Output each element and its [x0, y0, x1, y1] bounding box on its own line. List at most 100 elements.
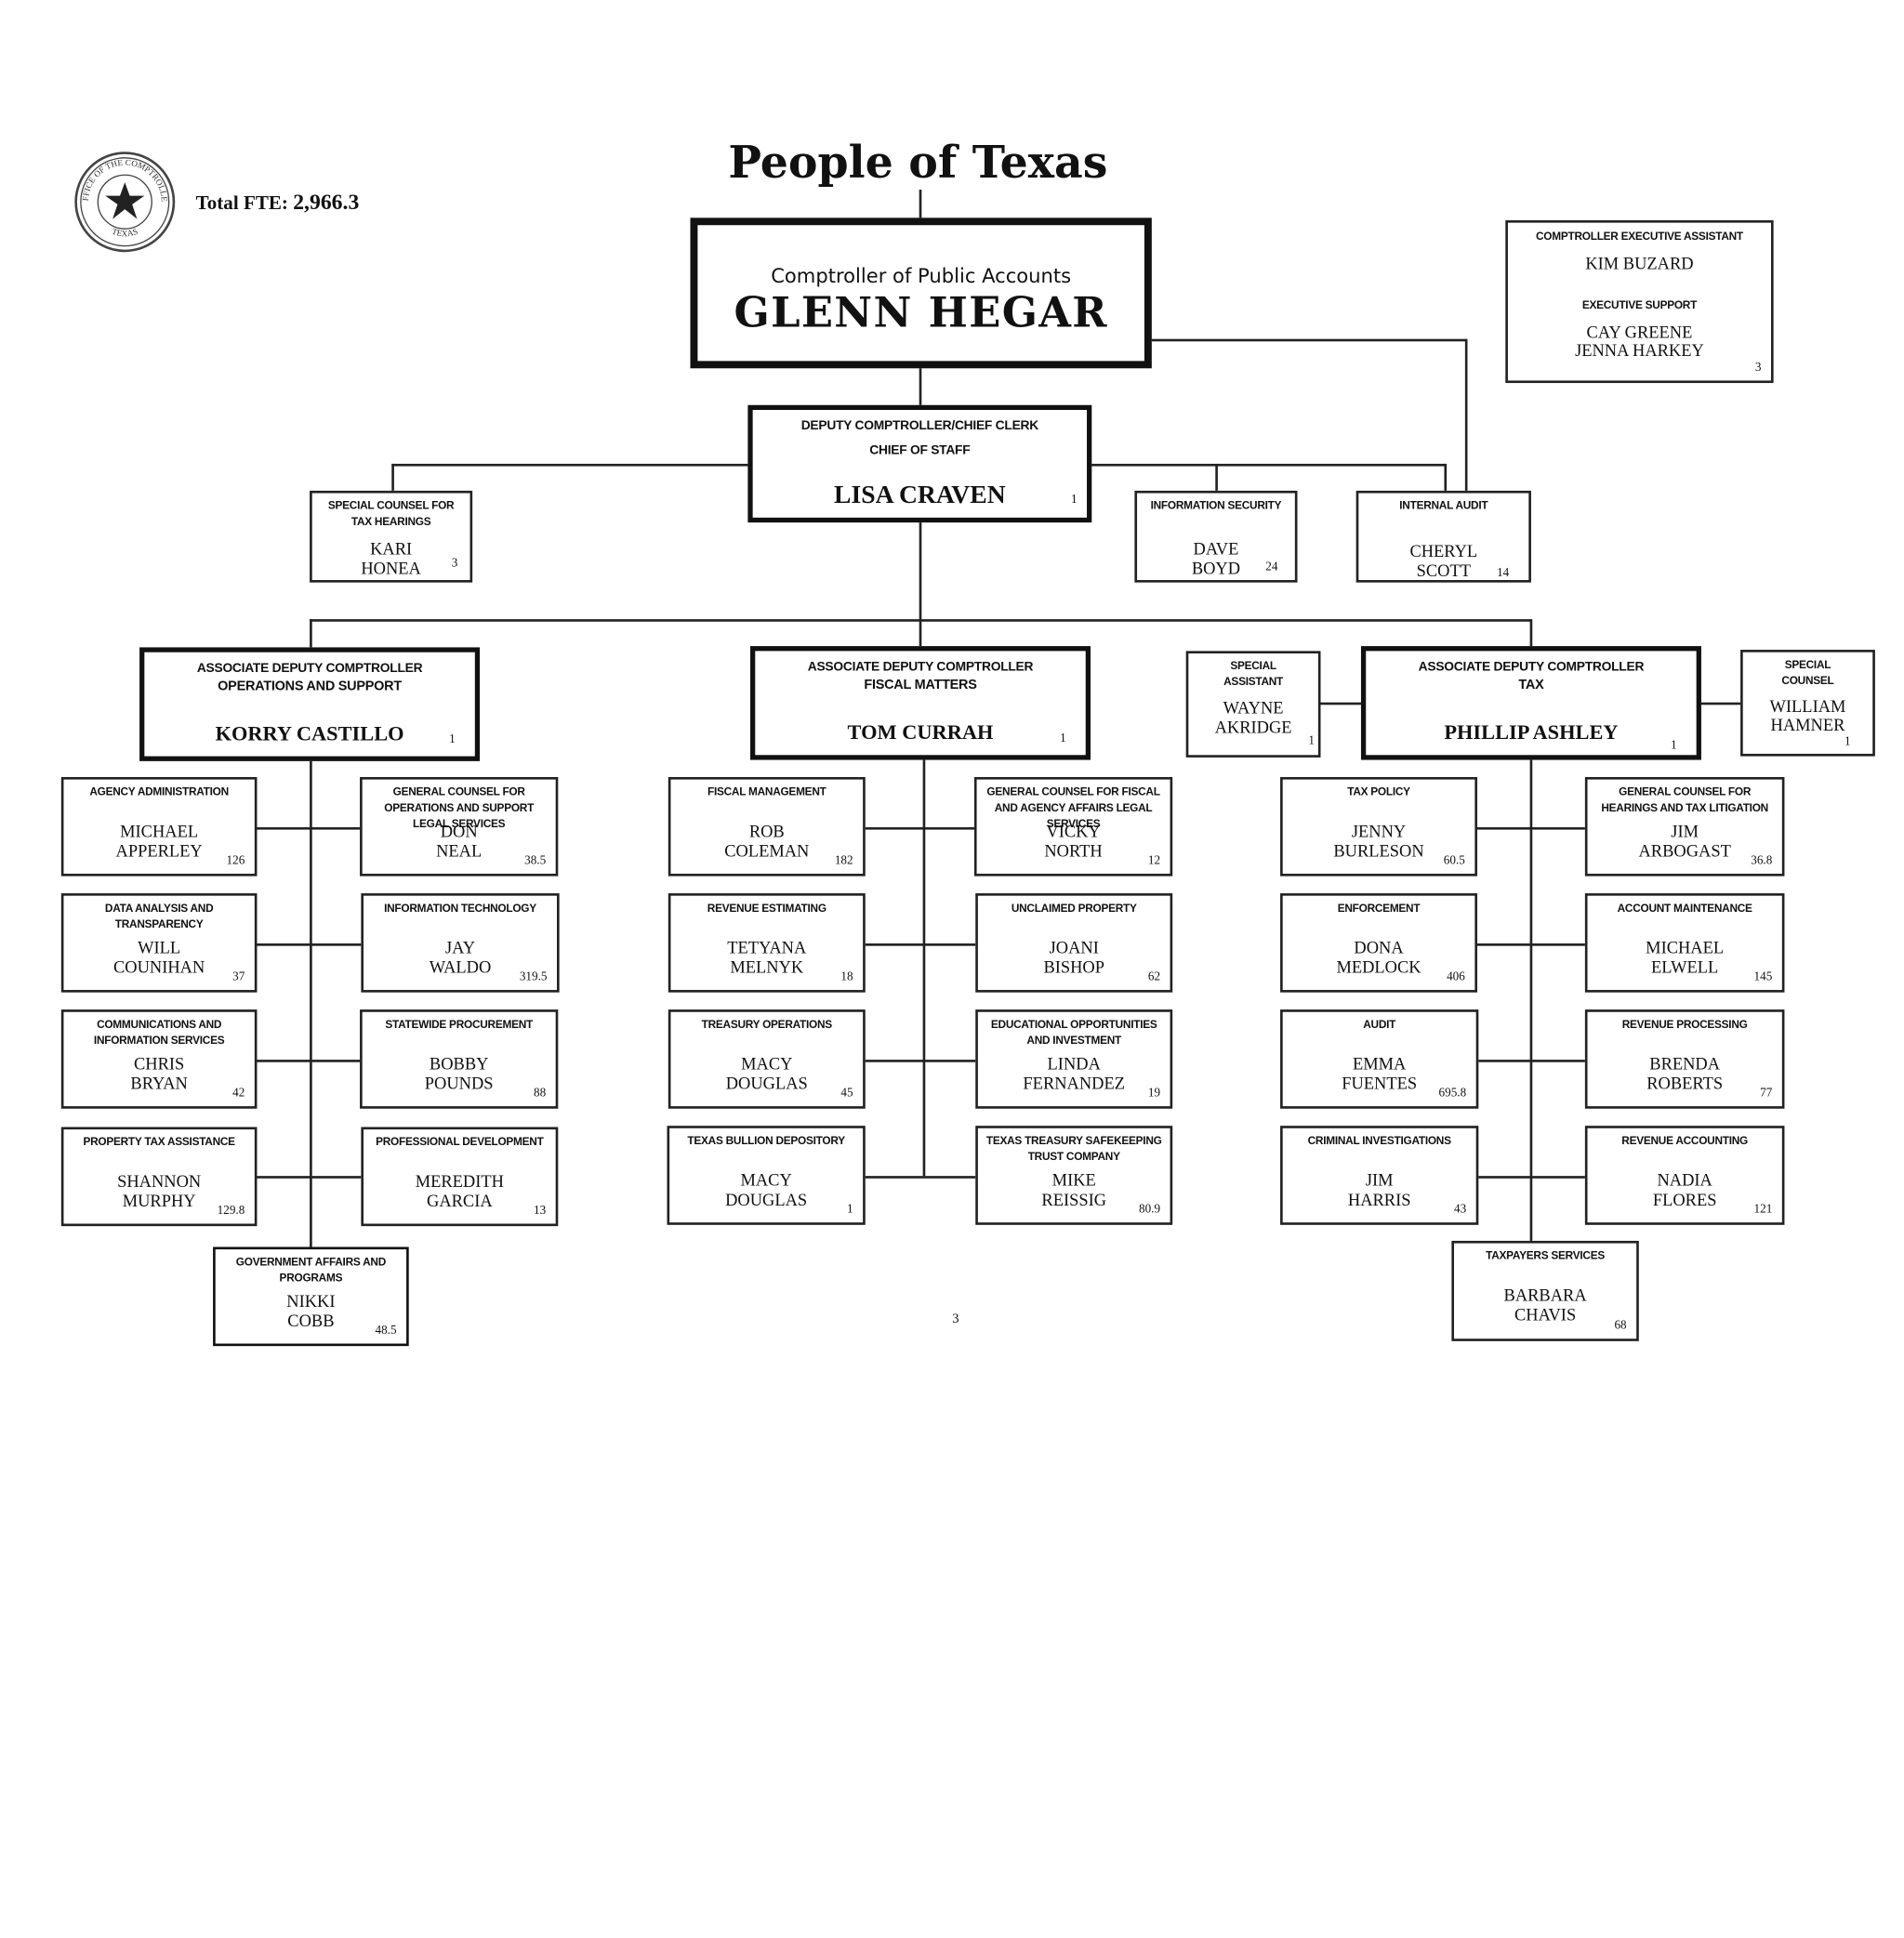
person-first-name: VICKY	[1046, 824, 1101, 842]
unit-title: GENERAL COUNSEL FOR OPERATIONS AND SUPPO…	[384, 785, 535, 830]
person-first-name: LINDA	[1047, 1056, 1101, 1074]
fte-count: 1	[449, 732, 456, 747]
fte-count: 45	[840, 1087, 853, 1101]
connector	[863, 1176, 976, 1179]
exec-support-name2: JENNA HARKEY	[1575, 342, 1704, 362]
person-first-name: MEREDITH	[415, 1173, 504, 1193]
connector	[922, 759, 925, 1177]
connector	[1529, 759, 1532, 1243]
connector	[310, 619, 312, 648]
unit-title: REVENUE ESTIMATING	[707, 902, 826, 915]
fte-count: 60.5	[1443, 853, 1465, 868]
unit-title: TREASURY OPERATIONS	[701, 1018, 833, 1031]
associate-title: ASSOCIATE DEPUTY COMPTROLLER	[807, 659, 1034, 675]
seal-bottom-text: TEXAS	[111, 227, 139, 239]
deputy-title2: CHIEF OF STAFF	[869, 442, 971, 458]
special-assistant-box: SPECIAL ASSISTANT WAYNE AKRIDGE 1	[1185, 651, 1321, 758]
connector	[256, 943, 362, 945]
person-first-name: JAY	[444, 940, 476, 958]
person-last-name: MURPHY	[122, 1193, 196, 1212]
connector	[1091, 463, 1446, 466]
connector	[863, 943, 976, 945]
fte-count: 12	[1147, 853, 1161, 868]
fte-count: 121	[1753, 1203, 1773, 1217]
total-fte-value: 2,966.3	[293, 190, 360, 215]
unit-title: REVENUE ACCOUNTING	[1621, 1134, 1749, 1147]
person-last-name: COUNIHAN	[112, 959, 205, 978]
fte-count: 14	[1497, 566, 1510, 581]
unit-title: GENERAL COUNSEL FOR HEARINGS AND TAX LIT…	[1601, 785, 1768, 814]
person-last-name: ELWELL	[1650, 959, 1719, 978]
connector	[1150, 338, 1467, 341]
total-fte: Total FTE: 2,966.3	[196, 190, 360, 216]
fte-count: 19	[1147, 1087, 1161, 1101]
unit-title: SPECIAL COUNSEL	[1781, 658, 1834, 687]
associate-division: FISCAL MATTERS	[864, 678, 977, 693]
fte-count: 695.8	[1438, 1087, 1467, 1101]
person-first-name: MACY	[740, 1172, 792, 1191]
person-last-name: NEAL	[436, 843, 483, 862]
fte-count: 3	[451, 557, 458, 571]
fte-count: 77	[1760, 1087, 1773, 1101]
unit-title: TAXPAYERS SERVICES	[1486, 1249, 1605, 1262]
fte-count: 13	[533, 1204, 547, 1218]
fiscal-unit-box: TEXAS TREASURY SAFEKEEPING TRUST COMPANY…	[975, 1126, 1173, 1225]
deputy-title1: DEPUTY COMPTROLLER/CHIEF CLERK	[800, 418, 1039, 434]
person-first-name: JOANI	[1049, 940, 1099, 958]
person-last-name: APPERLEY	[115, 843, 203, 862]
person-first-name: CHRIS	[133, 1056, 185, 1074]
fte-count: 62	[1147, 969, 1161, 984]
fte-count: 36.8	[1751, 853, 1773, 868]
fte-count: 88	[533, 1087, 547, 1101]
person-last-name: HONEA	[361, 560, 421, 579]
special-counsel-tax-hearings-box: SPECIAL COUNSEL FOR TAX HEARINGS KARI HO…	[310, 490, 473, 583]
person-last-name: HAMNER	[1770, 717, 1845, 736]
fte-count: 145	[1753, 969, 1773, 984]
person-first-name: NADIA	[1657, 1172, 1712, 1191]
unit-title: REVENUE PROCESSING	[1621, 1018, 1748, 1031]
unit-title: UNCLAIMED PROPERTY	[1011, 902, 1137, 915]
exec-support-title: EXECUTIVE SUPPORT	[1581, 298, 1698, 311]
associate-division: TAX	[1518, 678, 1544, 693]
connector	[1475, 1060, 1587, 1062]
person-first-name: BOBBY	[429, 1056, 489, 1074]
unit-title: TAX POLICY	[1347, 785, 1410, 798]
unit-title: TEXAS TREASURY SAFEKEEPING TRUST COMPANY	[985, 1134, 1162, 1163]
executive-support-box: COMPTROLLER EXECUTIVE ASSISTANT KIM BUZA…	[1505, 219, 1774, 384]
person-first-name: DONA	[1354, 940, 1404, 958]
associate-name: PHILLIP ASHLEY	[1444, 720, 1619, 745]
fte-count: 1	[1070, 493, 1078, 508]
information-security-box: INFORMATION SECURITY DAVE BOYD 24	[1134, 490, 1298, 583]
connector	[1464, 338, 1467, 491]
unit-title: GENERAL COUNSEL FOR FISCAL AND AGENCY AF…	[986, 785, 1160, 830]
exec-assistant-title: COMPTROLLER EXECUTIVE ASSISTANT	[1536, 230, 1743, 243]
exec-assistant-name: KIM BUZARD	[1585, 256, 1694, 274]
associate-fiscal-matters-box: ASSOCIATE DEPUTY COMPTROLLER FISCAL MATT…	[750, 646, 1091, 760]
person-last-name: WALDO	[429, 959, 492, 978]
connector	[1475, 1176, 1587, 1179]
fte-count: 1	[847, 1203, 853, 1217]
fte-count: 24	[1265, 560, 1278, 574]
fte-count: 68	[1614, 1319, 1627, 1333]
person-last-name: ARBOGAST	[1638, 843, 1731, 862]
fiscal-unit-box: EDUCATIONAL OPPORTUNITIES AND INVESTMENT…	[975, 1009, 1173, 1109]
page-number: 3	[952, 1312, 959, 1327]
associate-name: TOM CURRAH	[847, 720, 994, 745]
associate-title: ASSOCIATE DEPUTY COMPTROLLER	[196, 660, 423, 676]
person-first-name: DON	[440, 824, 478, 842]
unit-title: STATEWIDE PROCUREMENT	[385, 1018, 533, 1031]
fte-count: 37	[232, 969, 245, 984]
person-first-name: ROB	[748, 824, 785, 842]
person-last-name: MEDLOCK	[1336, 959, 1421, 978]
person-first-name: MACY	[741, 1056, 793, 1074]
